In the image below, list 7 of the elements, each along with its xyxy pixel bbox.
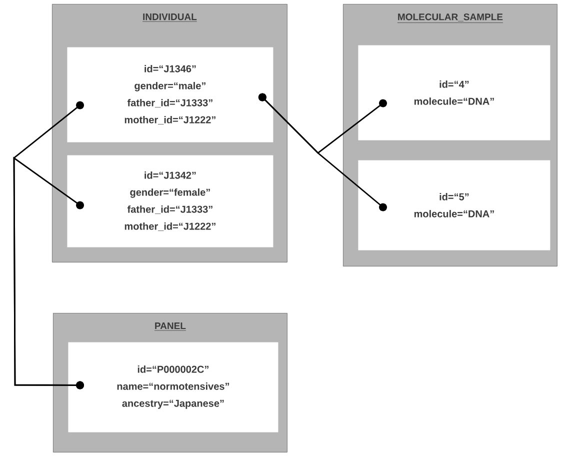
record-box: id=“J1342” gender=“female” father_id=“J1333” mother_id=“J1222” <box>67 155 274 248</box>
record-box: id=“J1346” gender=“male” father_id=“J1333” mother_id=“J1222” <box>67 47 274 142</box>
record-box: id=“P000002C” name=“normotensives” ancestry=“Japanese” <box>68 342 278 432</box>
record-box: id=“4” molecule=“DNA” <box>358 45 550 140</box>
connector <box>13 156 84 390</box>
connector <box>258 93 387 212</box>
record-box: id=“5” molecule=“DNA” <box>358 160 550 250</box>
